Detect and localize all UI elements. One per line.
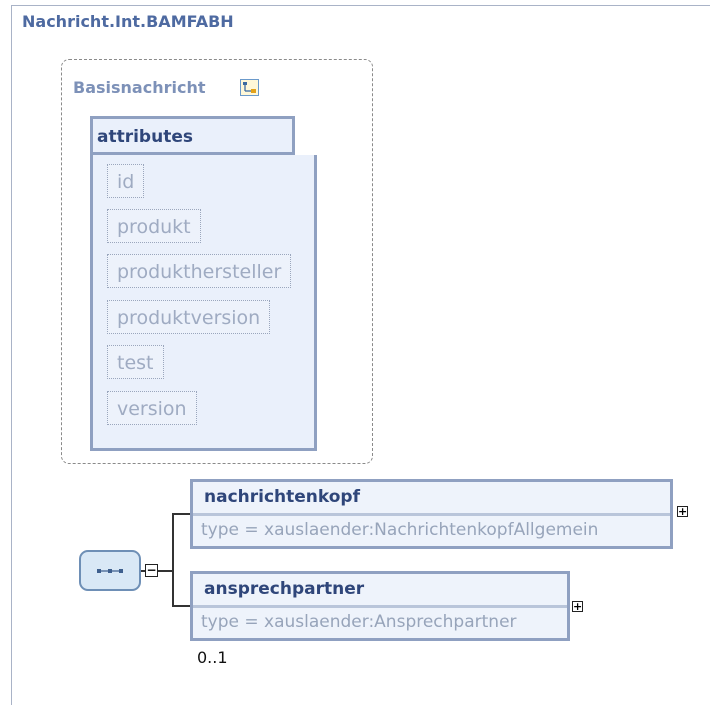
- diagram-title: Nachricht.Int.BAMFABH: [22, 12, 234, 31]
- sequence-icon: [97, 569, 123, 573]
- connector-to-nachrichtenkopf: [172, 513, 191, 515]
- base-type-label[interactable]: Basisnachricht: [73, 78, 206, 97]
- attributes-header: attributes: [93, 119, 295, 155]
- element-type: type = xauslaender:Ansprechpartner: [201, 612, 517, 632]
- connector-to-ansprechpartner: [172, 605, 191, 607]
- attribute-test[interactable]: test: [107, 345, 164, 379]
- base-type-group: [61, 59, 373, 464]
- connector-minus-to-branch: [158, 570, 172, 572]
- sequence-compositor[interactable]: [79, 550, 141, 591]
- attributes-title: attributes: [97, 127, 193, 147]
- connector-branch-vertical: [172, 513, 174, 606]
- element-name: ansprechpartner: [204, 579, 365, 599]
- collapse-toggle[interactable]: −: [145, 563, 158, 577]
- attribute-version[interactable]: version: [107, 391, 197, 425]
- element-ansprechpartner[interactable]: ansprechpartner type = xauslaender:Anspr…: [190, 571, 570, 641]
- element-type: type = xauslaender:NachrichtenkopfAllgem…: [201, 520, 599, 540]
- expand-toggle-nachrichtenkopf[interactable]: +: [677, 505, 688, 518]
- attribute-produkt[interactable]: produkt: [107, 209, 201, 243]
- type-hierarchy-icon[interactable]: [240, 79, 259, 96]
- element-nachrichtenkopf[interactable]: nachrichtenkopf type = xauslaender:Nachr…: [190, 479, 673, 549]
- attribute-produkthersteller[interactable]: produkthersteller: [107, 254, 292, 288]
- diagram-frame: [11, 5, 710, 705]
- cardinality-label: 0..1: [197, 648, 228, 667]
- expand-toggle-ansprechpartner[interactable]: +: [572, 600, 583, 613]
- element-name: nachrichtenkopf: [204, 487, 360, 507]
- attribute-id[interactable]: id: [107, 164, 145, 198]
- connector-seq-to-minus: [141, 570, 145, 572]
- attribute-produktversion[interactable]: produktversion: [107, 300, 271, 334]
